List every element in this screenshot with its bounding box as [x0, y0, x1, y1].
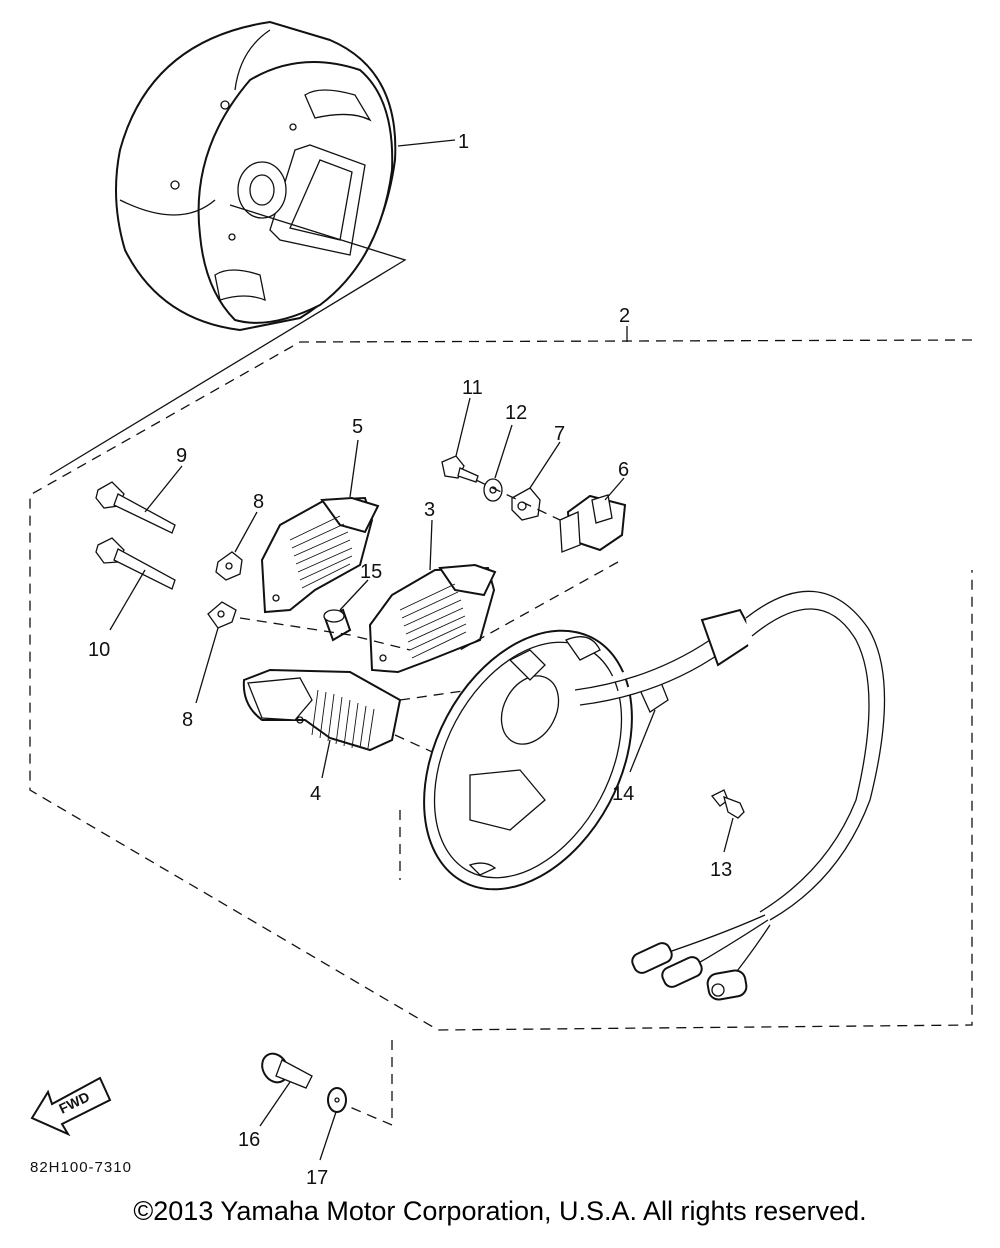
wire-harness-part: [574, 590, 886, 1001]
diagram-code: 82H100-7310: [30, 1159, 132, 1176]
coil-5-part: [260, 496, 380, 614]
leader-line-6: [604, 477, 625, 501]
fwd-arrow-icon: FWD: [30, 1076, 112, 1137]
callout-8b: 8: [182, 709, 193, 731]
leader-line-11: [455, 397, 471, 457]
connector-6-part: [559, 494, 627, 553]
washer-12-part: [483, 478, 503, 502]
callout-11: 11: [462, 377, 483, 399]
leader-line-12: [494, 424, 513, 479]
callout-9: 9: [176, 445, 187, 467]
callout-5: 5: [352, 416, 363, 438]
callout-17: 17: [306, 1167, 328, 1189]
flywheel-rotor-part: [115, 20, 397, 332]
leader-line-5: [349, 439, 359, 498]
callout-2: 2: [619, 305, 630, 327]
leader-line-8b: [195, 627, 219, 704]
leader-line-4: [321, 739, 331, 779]
parts-diagram: 1 2 9 10 8 8 5 15: [29, 20, 973, 1189]
assembly-boundary: [29, 339, 973, 1031]
alignment-lines: [239, 617, 411, 651]
alignment-lines-5: [475, 479, 561, 521]
washer-17-part: [327, 1087, 347, 1113]
bolt-9-part: [95, 481, 176, 534]
reference-line-rotor: [49, 204, 407, 476]
leader-line-8a: [234, 511, 258, 553]
callout-7: 7: [554, 423, 565, 445]
callout-15: 15: [360, 561, 382, 583]
stator-base-plate: [423, 629, 669, 891]
collar-15-part: [323, 608, 352, 642]
callout-6: 6: [618, 459, 629, 481]
screw-11-part: [441, 455, 479, 483]
callout-14: 14: [612, 783, 634, 805]
bolt-16-part: [261, 1052, 313, 1089]
callout-4: 4: [310, 783, 321, 805]
leader-line-15: [339, 579, 369, 611]
leader-line-17: [319, 1111, 337, 1161]
callout-8a: 8: [253, 491, 264, 513]
callout-10: 10: [88, 639, 110, 661]
clip-8-lower-part: [207, 601, 237, 629]
alignment-lines-7: [344, 1040, 393, 1126]
callout-12: 12: [505, 402, 527, 424]
coil-4-part: [242, 668, 402, 752]
leader-line-9: [144, 465, 183, 513]
bolt-10-part: [95, 537, 176, 590]
leader-line-10: [109, 569, 146, 631]
leader-line-13: [723, 817, 734, 853]
callout-3: 3: [424, 499, 435, 521]
callout-13: 13: [710, 859, 732, 881]
leader-line-16: [259, 1081, 291, 1127]
callout-1: 1: [458, 131, 469, 153]
alignment-lines-3: [459, 561, 619, 651]
callout-16: 16: [238, 1129, 260, 1151]
leader-line-3: [429, 519, 433, 571]
leader-line-1: [397, 139, 456, 147]
coil-3-part: [368, 563, 497, 674]
leader-line-7: [529, 441, 561, 489]
leader-line-14: [629, 709, 656, 773]
screw-13-part: [710, 789, 745, 819]
copyright-notice: ©2013 Yamaha Motor Corporation, U.S.A. A…: [133, 1196, 867, 1226]
clip-8-upper-part: [215, 551, 243, 581]
